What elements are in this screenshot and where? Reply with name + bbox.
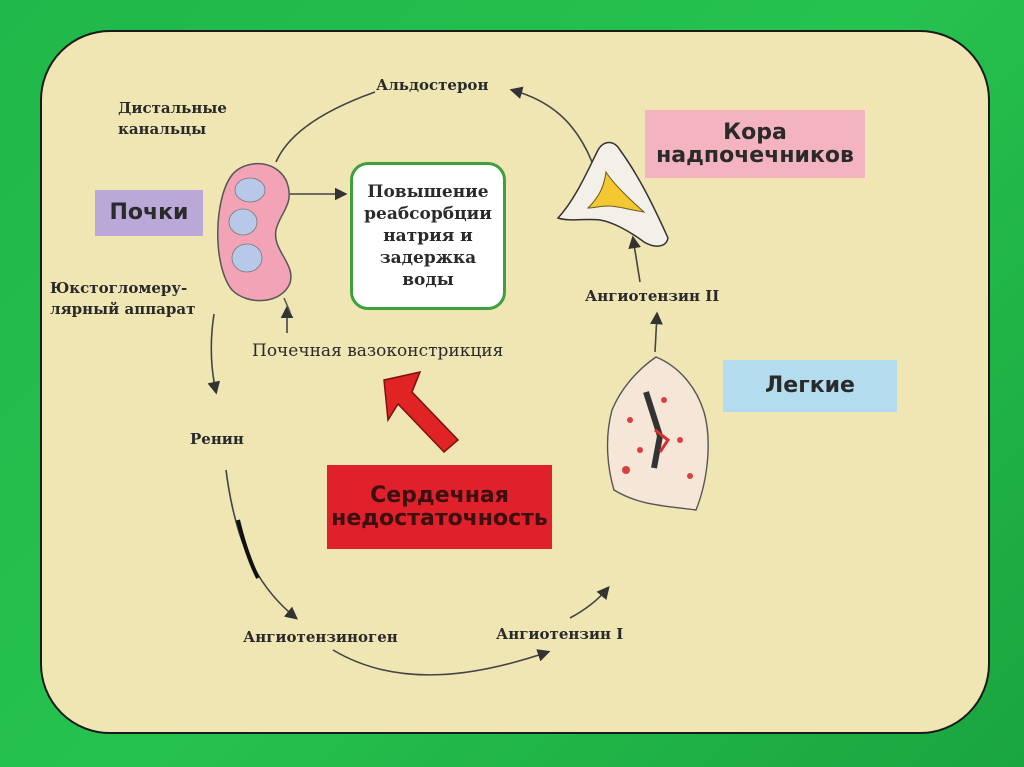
effect-label-line2: реабсорбции [364, 203, 492, 224]
kidneys-label: Почки [109, 200, 189, 226]
renin-label: Ренин [190, 430, 244, 448]
thick-arrow-segment [236, 519, 260, 579]
adrenal-cortex-box: Кора надпочечников [645, 110, 865, 178]
effect-label-line1: Повышение [367, 181, 489, 202]
kidneys-box: Почки [95, 190, 203, 236]
angiotensin-2-label: Ангиотензин II [585, 287, 720, 305]
effect-label-line3: натрия и [383, 225, 473, 246]
effect-label-line5: воды [402, 270, 454, 291]
kidney-icon [217, 162, 292, 313]
adrenal-cortex-label-line1: Кора [723, 119, 787, 145]
lung-icon [606, 356, 709, 511]
arrow-lungs-to-angiotensin2 [650, 311, 663, 353]
arrow-angiotensinogen-to-angiotensin1 [332, 649, 551, 676]
lungs-box: Легкие [723, 360, 897, 412]
arrow-angiotensin2-to-adrenal [628, 235, 641, 283]
distal-tubules-label-line2: канальцы [118, 120, 207, 138]
angiotensin-1-label: Ангиотензин I [496, 625, 624, 643]
adrenal-gland-icon [556, 141, 669, 247]
lungs-label: Легкие [765, 373, 855, 399]
arrow-aldosterone-to-distal [275, 91, 376, 163]
arrow-renin-to-angiotensinogen [225, 469, 298, 620]
arrow-adrenal-to-aldosterone [509, 86, 593, 163]
jga-label-line1: Юкстогломеру- [50, 279, 188, 297]
aldosterone-label: Альдостерон [376, 76, 489, 94]
jga-label-line2: лярный аппарат [50, 300, 196, 318]
arrow-angiotensin1-to-lungs [569, 586, 610, 619]
distal-tubules-label-line1: Дистальные [118, 99, 227, 117]
renal-vasoconstriction-label: Почечная вазоконстрикция [252, 341, 504, 361]
effect-box: Повышение реабсорбции натрия и задержка … [350, 162, 506, 310]
heart-failure-label-line2: недостаточность [331, 506, 548, 531]
heart-failure-box: Сердечная недостаточность [327, 465, 552, 549]
angiotensinogen-label: Ангиотензиноген [243, 628, 398, 646]
adrenal-cortex-label-line2: надпочечников [656, 143, 854, 168]
heart-failure-label-line1: Сердечная [370, 482, 509, 508]
arrow-jga-to-renin [207, 313, 221, 395]
effect-label-line4: задержка [379, 248, 477, 269]
big-red-arrow-icon [383, 370, 460, 454]
